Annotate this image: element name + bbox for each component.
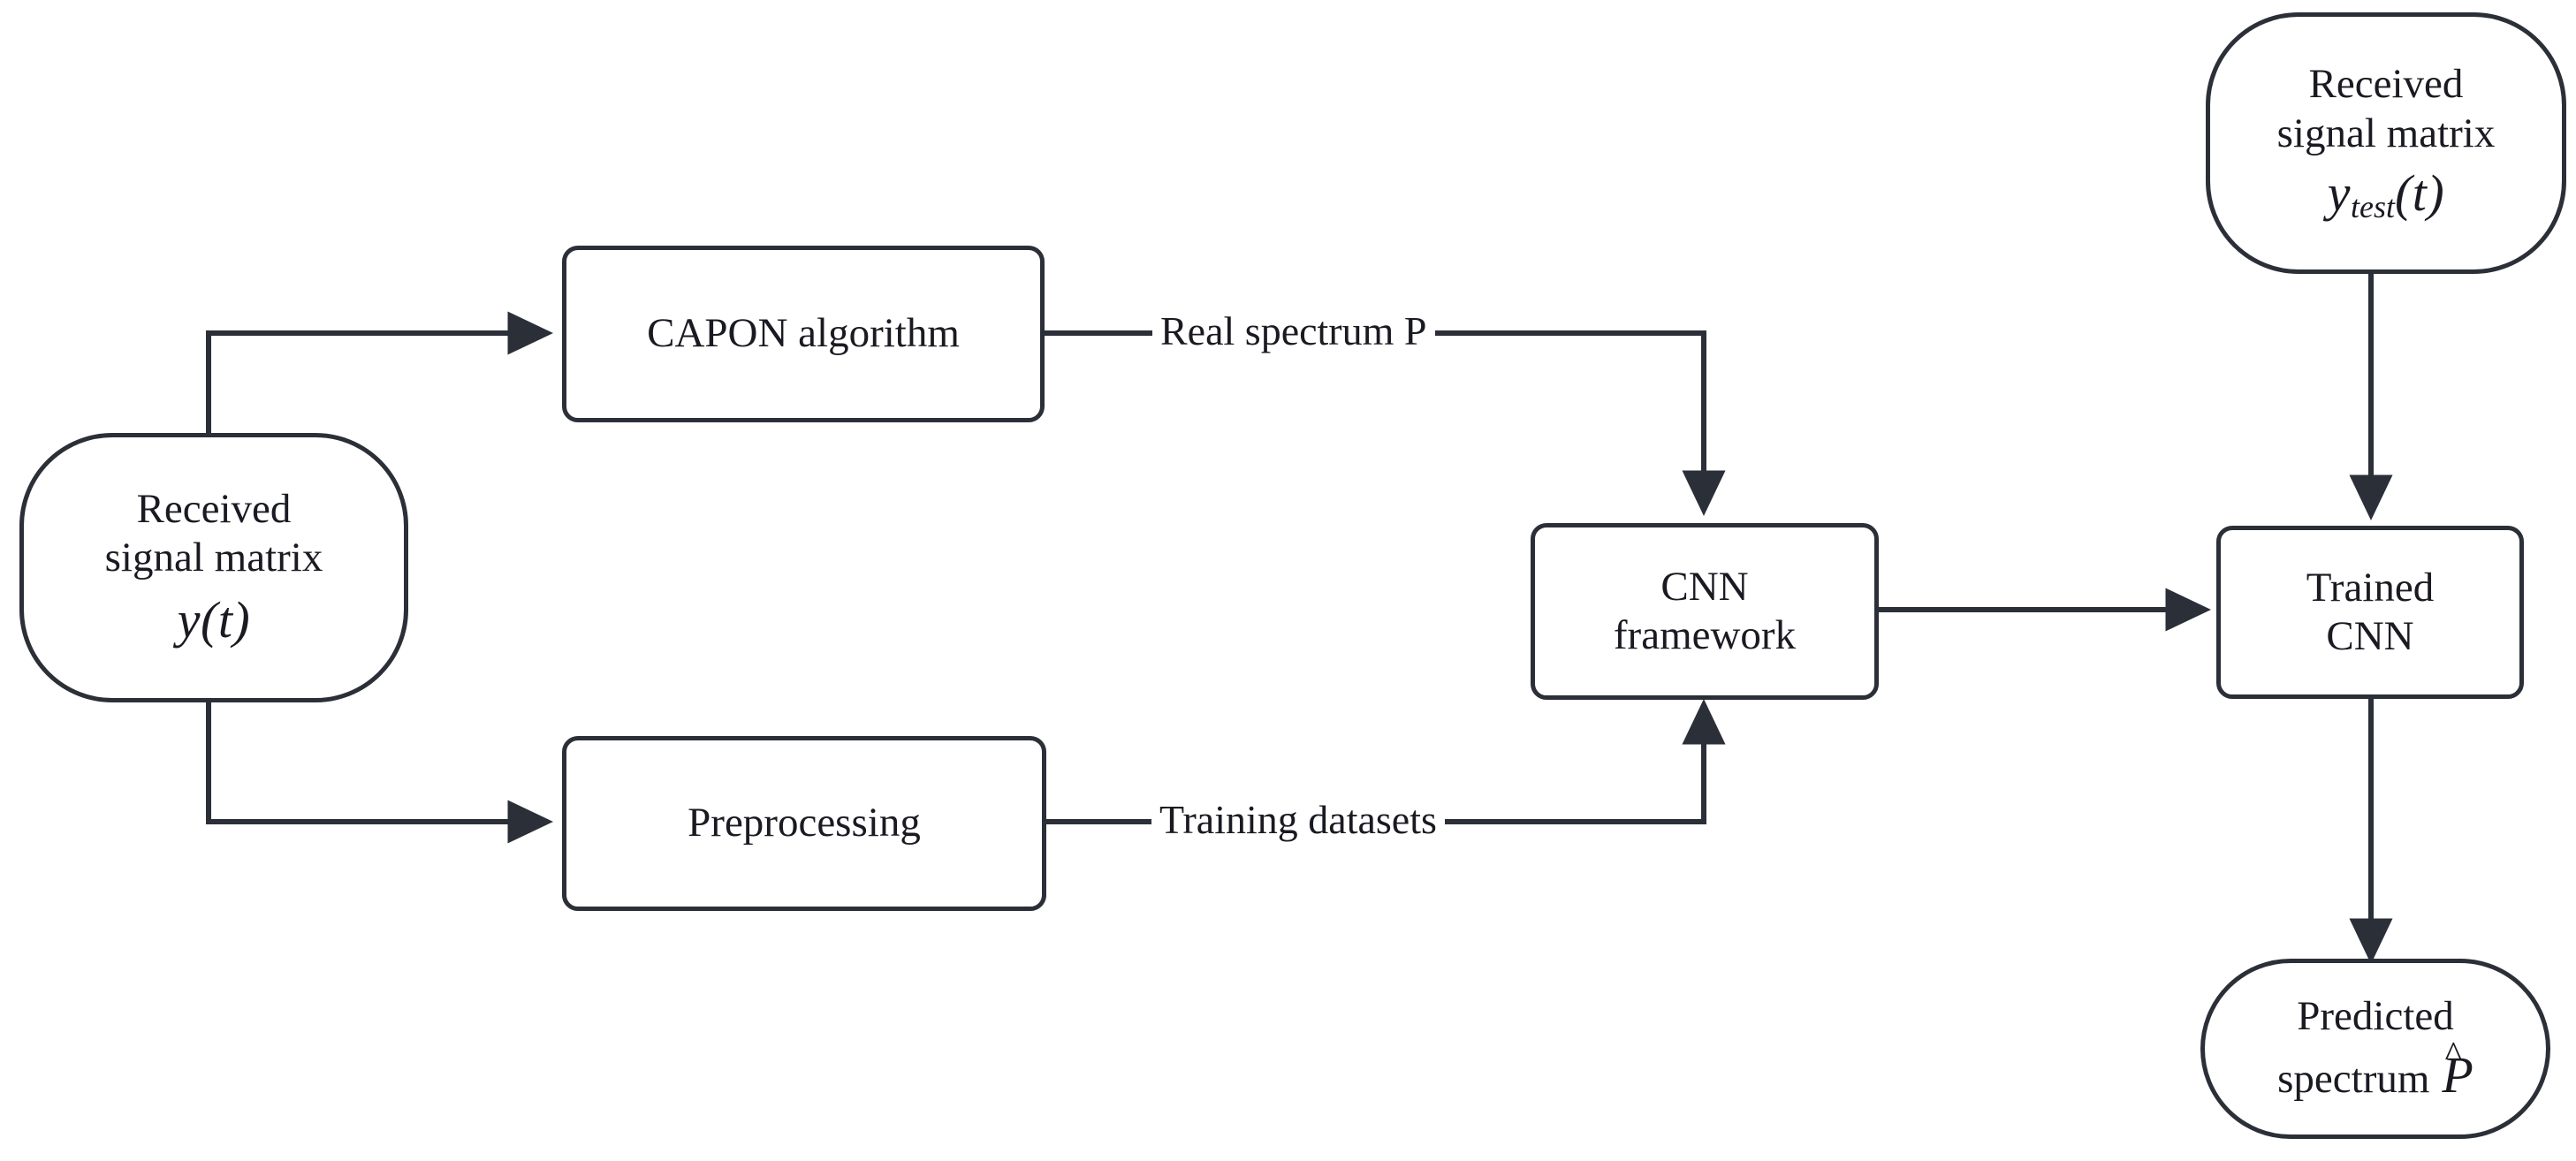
node-received-signal[interactable]: Received signal matrix y(t)	[19, 433, 408, 702]
edge-label-training-datasets: Training datasets	[1151, 800, 1445, 840]
preprocessing-label: Preprocessing	[688, 800, 921, 846]
edge-received-to-preprocessing	[206, 701, 554, 844]
capon-label: CAPON algorithm	[647, 310, 960, 357]
received-signal-test-symbol-arg: (t)	[2394, 164, 2445, 223]
node-cnn-framework[interactable]: CNN framework	[1531, 523, 1879, 700]
edge-label-real-spectrum: Real spectrum P	[1152, 311, 1435, 352]
received-signal-test-line2: signal matrix	[2276, 110, 2496, 156]
predicted-spectrum-line2: spectrum ^ P	[2277, 1035, 2473, 1105]
received-signal-test-symbol-sub: test	[2351, 189, 2395, 225]
edge-capon-to-cnn	[1045, 330, 1726, 517]
received-signal-line2: signal matrix	[104, 535, 323, 581]
edge-received-to-capon	[206, 311, 554, 435]
predicted-spectrum-prefix: spectrum	[2277, 1055, 2430, 1102]
predicted-spectrum-line1: Predicted	[2297, 993, 2454, 1040]
node-trained-cnn[interactable]: Trained CNN	[2216, 526, 2524, 699]
trained-cnn-line2: CNN	[2326, 613, 2414, 659]
received-signal-symbol-base: y	[177, 590, 201, 649]
hat-accent: ^	[2444, 1034, 2463, 1075]
trained-cnn-line1: Trained	[2306, 564, 2435, 611]
predicted-spectrum-symbol: ^ P	[2435, 1035, 2473, 1105]
received-signal-symbol-arg: (t)	[201, 590, 251, 649]
node-capon-algorithm[interactable]: CAPON algorithm	[562, 246, 1045, 422]
cnn-framework-line1: CNN	[1660, 563, 1749, 610]
node-predicted-spectrum[interactable]: Predicted spectrum ^ P	[2200, 959, 2550, 1139]
cnn-framework-line2: framework	[1613, 612, 1797, 658]
received-signal-line1: Received	[136, 485, 292, 532]
node-received-signal-test[interactable]: Received signal matrix ytest(t)	[2206, 12, 2566, 274]
received-signal-symbol: y(t)	[178, 590, 251, 650]
node-preprocessing[interactable]: Preprocessing	[562, 736, 1046, 911]
received-signal-test-symbol-base: y	[2327, 164, 2352, 223]
predicted-spectrum-symbol-base: P	[2442, 1045, 2473, 1104]
received-signal-test-line1: Received	[2308, 61, 2464, 108]
received-signal-test-symbol: ytest(t)	[2328, 163, 2444, 225]
